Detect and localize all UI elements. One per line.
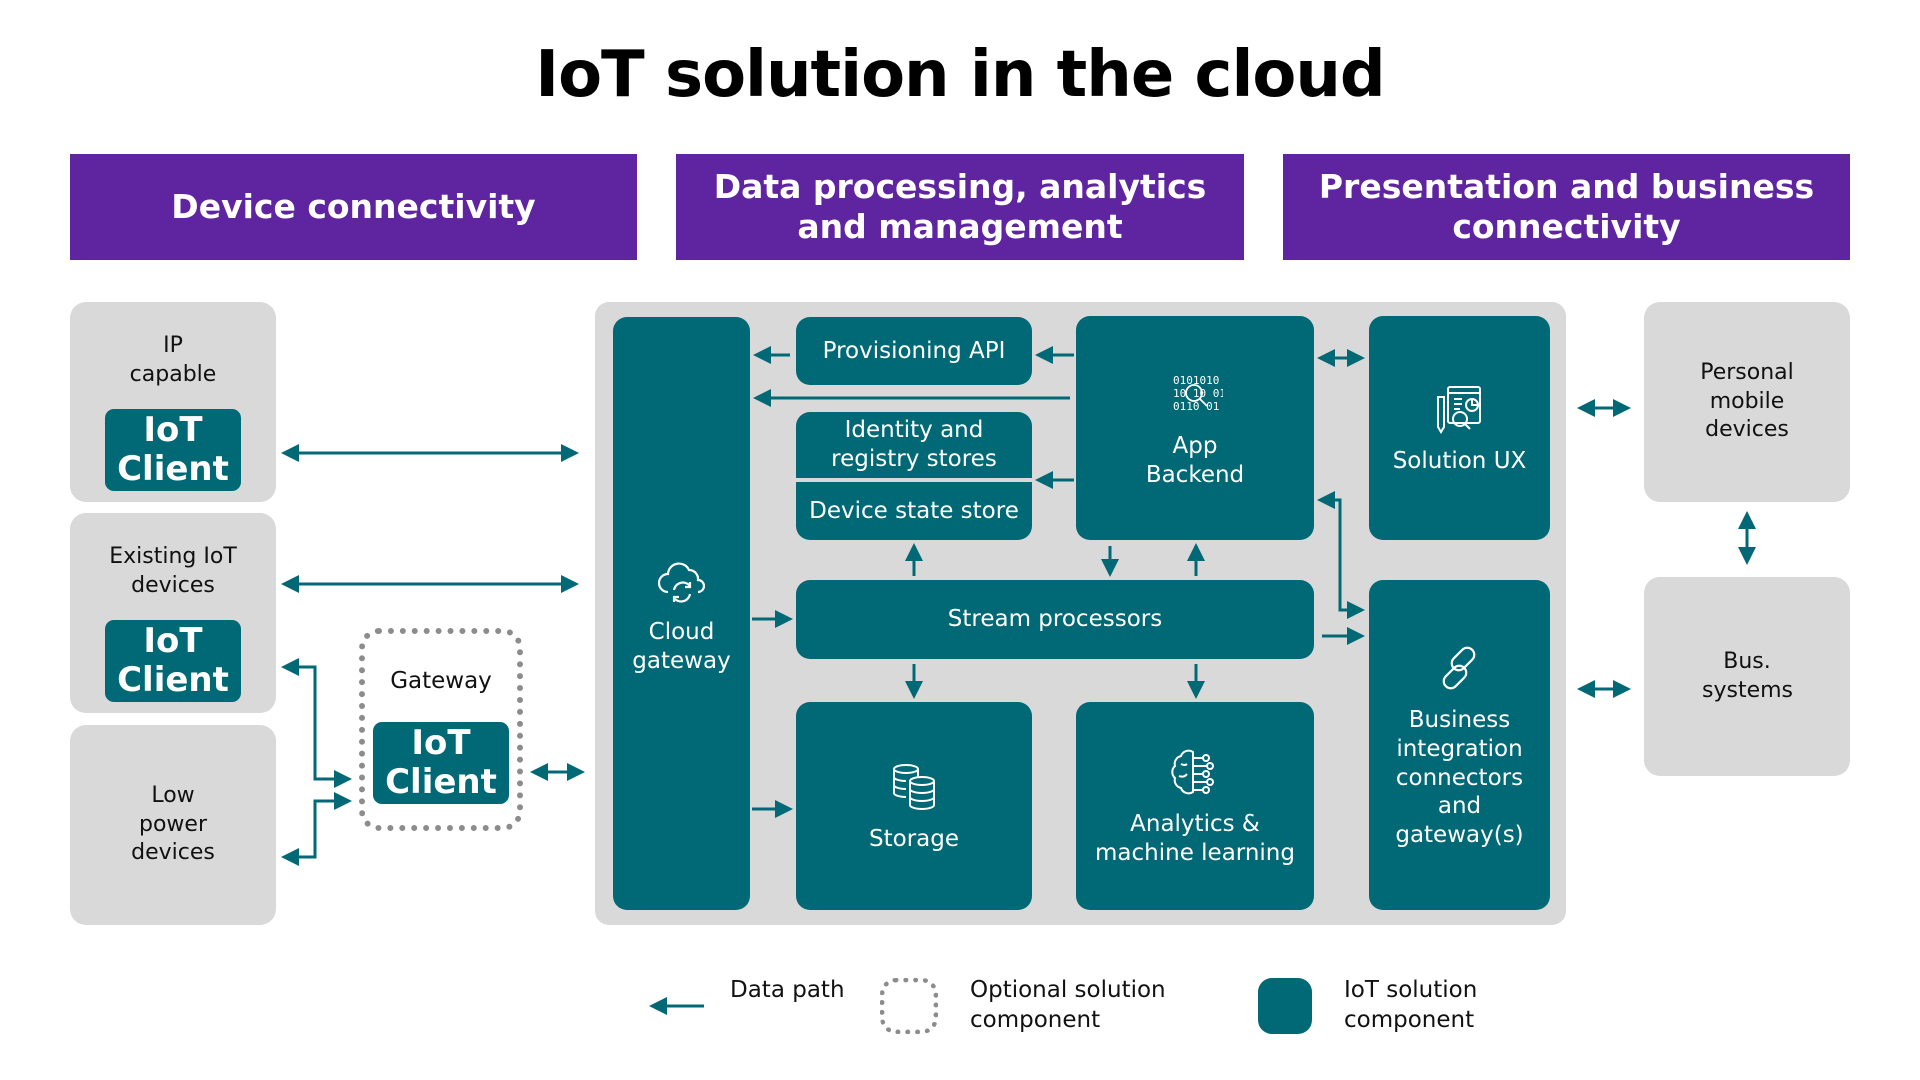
device-ip-capable[interactable]: IP capable IoT Client: [70, 302, 276, 502]
gateway-label: Gateway: [390, 668, 492, 694]
database-icon: [893, 763, 935, 810]
iot-client-ip[interactable]: IoT Client: [105, 409, 241, 492]
binary-search-icon: 0101010 10 10 01 0110 01: [1173, 374, 1223, 413]
legend-optional: Optional solution component: [970, 977, 1166, 1033]
personal-mobile-label: Personal mobile devices: [1700, 360, 1794, 443]
cloud-gateway[interactable]: Cloud gateway: [613, 317, 750, 910]
header-device-connectivity: Device connectivity: [70, 154, 637, 260]
legend-iot-component: IoT solution component: [1344, 977, 1478, 1033]
dashboard-report-icon: [1436, 385, 1481, 434]
device-existing-label: Existing IoT devices: [109, 544, 237, 598]
brain-circuit-icon: [1171, 749, 1214, 795]
device-low-power[interactable]: Low power devices: [70, 725, 276, 925]
arrow-left-icon: [649, 997, 704, 1015]
identity-registry-label: Identity and registry stores: [831, 417, 997, 472]
stream-processors-label: Stream processors: [947, 606, 1163, 633]
app-backend[interactable]: 0101010 10 10 01 0110 01 App Backend: [1076, 316, 1314, 540]
bus-systems[interactable]: Bus. systems: [1644, 577, 1850, 776]
solution-ux-label: Solution UX: [1392, 447, 1527, 474]
analytics-machine-learning[interactable]: Analytics & machine learning: [1076, 702, 1314, 910]
arrow-existing-gateway: [281, 658, 352, 788]
iot-client-line2: Client: [117, 449, 229, 490]
device-state-label: Device state store: [809, 497, 1019, 524]
iot-client-line2: Client: [117, 660, 229, 701]
business-integration-label: Business integration connectors and gate…: [1395, 707, 1524, 849]
device-existing-iot[interactable]: Existing IoT devices IoT Client: [70, 513, 276, 713]
personal-mobile-devices[interactable]: Personal mobile devices: [1644, 302, 1850, 502]
analytics-label: Analytics & machine learning: [1095, 811, 1295, 866]
identity-registry-stores[interactable]: Identity and registry stores: [796, 412, 1032, 482]
device-state-store[interactable]: Device state store: [796, 482, 1032, 540]
legend-data-path: Data path: [730, 977, 845, 1003]
arrow-lowpower-gateway: [281, 792, 352, 866]
cloud-sync-icon: [657, 562, 705, 603]
iot-client-line2: Client: [385, 762, 497, 802]
iot-client-gateway[interactable]: IoT Client: [373, 722, 509, 804]
link-icon: [1442, 646, 1475, 690]
iot-client-line1: IoT: [143, 410, 203, 451]
svg-text:0110 01: 0110 01: [1173, 400, 1219, 413]
header-data-processing: Data processing, analytics and managemen…: [676, 154, 1244, 260]
storage[interactable]: Storage: [796, 702, 1032, 910]
dotted-box-icon: [880, 978, 938, 1034]
page-title: IoT solution in the cloud: [535, 38, 1385, 112]
teal-box-icon: [1258, 978, 1312, 1034]
bus-systems-label: Bus. systems: [1702, 648, 1793, 703]
provisioning-api[interactable]: Provisioning API: [796, 317, 1032, 385]
solution-ux[interactable]: Solution UX: [1369, 316, 1550, 540]
app-backend-label: App Backend: [1145, 433, 1245, 488]
svg-text:10 10 01: 10 10 01: [1173, 387, 1223, 400]
iot-client-existing[interactable]: IoT Client: [105, 620, 241, 703]
legend-data-path-icon: [640, 976, 730, 1036]
device-ip-capable-label: IP capable: [129, 333, 217, 387]
business-integration[interactable]: Business integration connectors and gate…: [1369, 580, 1550, 910]
device-low-power-label: Low power devices: [131, 783, 215, 866]
cloud-gateway-label: Cloud gateway: [632, 618, 731, 674]
svg-text:0101010: 0101010: [1173, 374, 1219, 387]
stream-processors[interactable]: Stream processors: [796, 580, 1314, 659]
identity-device-state-group: Identity and registry stores Device stat…: [796, 412, 1032, 540]
gateway-optional-component[interactable]: Gateway IoT Client: [359, 628, 523, 831]
provisioning-api-label: Provisioning API: [822, 337, 1006, 364]
header-presentation: Presentation and business connectivity: [1283, 154, 1850, 260]
iot-client-line1: IoT: [143, 621, 203, 662]
iot-client-line1: IoT: [411, 722, 471, 763]
storage-label: Storage: [869, 825, 959, 852]
